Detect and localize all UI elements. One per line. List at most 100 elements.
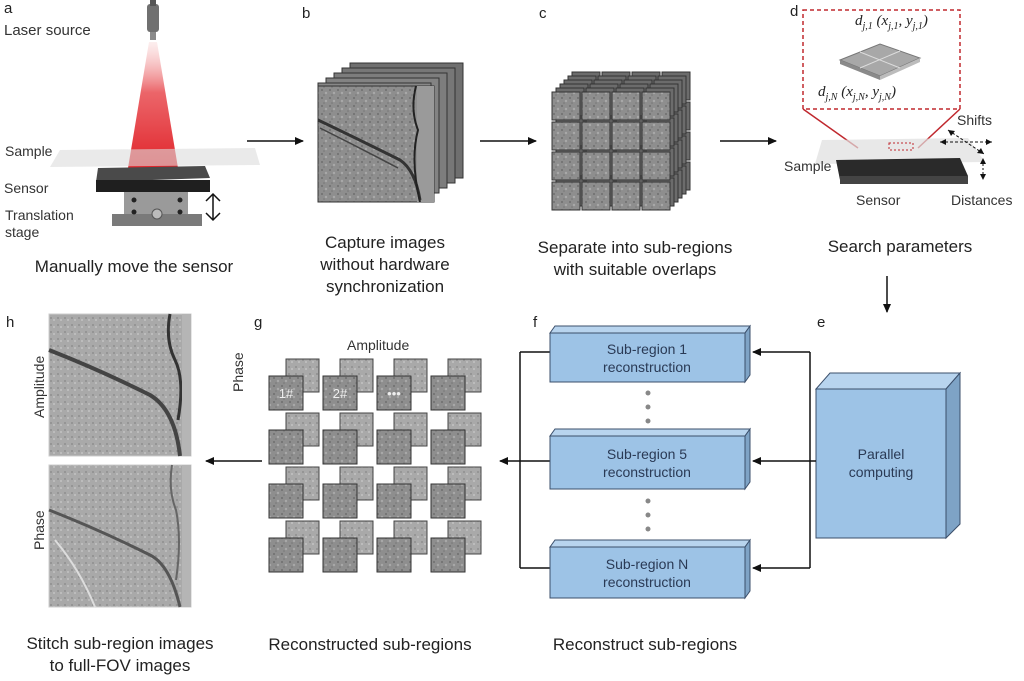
caption-b-line1: Capture images	[324, 233, 445, 252]
phase-tile	[430, 537, 466, 573]
box5-line1: Sub-region 5	[607, 446, 687, 462]
sub-region-tile	[611, 91, 641, 121]
tile-index-label: •••	[387, 386, 401, 401]
translation-stage-line2: stage	[5, 224, 40, 240]
laser-source-label: Laser source	[4, 22, 91, 39]
caption-b-line2: without hardware	[320, 255, 450, 274]
panel-f-letter: f	[533, 314, 538, 331]
h-amplitude-label: Amplitude	[31, 355, 47, 418]
translation-stage-label: Translation stage	[5, 207, 74, 241]
param-d-sub: j,1	[862, 21, 873, 32]
panel-c-letter: c	[539, 5, 547, 22]
laser-beam	[128, 42, 178, 168]
sub-region-tile	[581, 91, 611, 121]
sub-region-tile	[641, 121, 671, 151]
shifts-label: Shifts	[957, 112, 993, 128]
caption-h-line1: Stitch sub-region images	[26, 634, 214, 653]
param-close: )	[890, 84, 896, 100]
distance-arrows-icon	[980, 158, 986, 180]
reconstruction-flow: Sub-region 1 reconstruction Sub-region 5…	[205, 324, 816, 600]
sub-region-tile	[551, 121, 581, 151]
sub-region-tile	[551, 151, 581, 181]
sample-label-a: Sample	[5, 143, 53, 159]
sample-slide-d	[815, 138, 985, 164]
sub-region-N-box: Sub-region N reconstruction	[549, 538, 751, 600]
laser-setup-illustration	[50, 0, 260, 226]
phase-tile	[322, 483, 358, 519]
param-d-sub: j,N	[825, 92, 838, 103]
phase-tile	[268, 483, 304, 519]
param-x: (x	[876, 13, 889, 29]
caption-d: Search parameters	[827, 237, 973, 256]
sub-region-tile	[641, 181, 671, 211]
param-d: d	[818, 84, 826, 100]
sub-region-tile	[581, 151, 611, 181]
sensor-label-d: Sensor	[856, 192, 901, 208]
boxN-line2: reconstruction	[603, 574, 691, 590]
caption-a: Manually move the sensor	[34, 257, 234, 276]
param-y: , y	[864, 84, 879, 100]
phase-tile	[322, 537, 358, 573]
param-y-sub: j,1	[912, 21, 923, 32]
sensor-board-d	[836, 158, 968, 184]
caption-c: Separate into sub-regions with suitable …	[510, 237, 760, 281]
distances-label: Distances	[951, 192, 1013, 208]
phase-tile	[268, 429, 304, 465]
sub-region-tile	[551, 91, 581, 121]
phase-tile	[430, 429, 466, 465]
panel-h-letter: h	[6, 314, 15, 331]
parallel-label-line2: computing	[849, 464, 914, 480]
param-top-label: dj,1 (xj,1, yj,1)	[855, 13, 928, 32]
sub-region-tile	[611, 121, 641, 151]
phase-tile	[376, 537, 412, 573]
phase-tile	[322, 375, 358, 411]
param-x-sub: j,1	[888, 21, 899, 32]
caption-b-line3: synchronization	[325, 277, 445, 296]
phase-tile	[268, 375, 304, 411]
g-phase-label: Phase	[230, 352, 246, 392]
stitched-phase-image	[48, 464, 192, 608]
caption-f: Reconstruct sub-regions	[552, 635, 738, 654]
phase-tile	[376, 483, 412, 519]
laser-source-icon	[147, 0, 159, 40]
tile-index-label: 2#	[333, 386, 348, 401]
param-y: , y	[898, 13, 913, 29]
param-x-sub: j,N	[852, 92, 865, 103]
shift-arrows-icon	[940, 129, 992, 155]
box5-line2: reconstruction	[603, 464, 691, 480]
panel-a-letter: a	[4, 0, 13, 17]
sub-region-tile	[641, 91, 671, 121]
param-close: )	[922, 13, 928, 29]
phase-tile	[430, 375, 466, 411]
panel-b-letter: b	[302, 5, 311, 22]
sample-slide-a	[50, 148, 260, 167]
sub-region-tile	[551, 181, 581, 211]
param-d: d	[855, 13, 863, 29]
param-x: (x	[841, 84, 853, 100]
panel-d-letter: d	[790, 3, 799, 20]
h-phase-label: Phase	[31, 510, 47, 550]
param-bottom-label: dj,N (xj,N, yj,N)	[818, 84, 896, 103]
tile-index-label: 1#	[279, 386, 294, 401]
sensor-chip-3d-icon	[838, 43, 922, 80]
sub-region-tile	[611, 181, 641, 211]
caption-b: Capture images without hardware synchron…	[290, 232, 480, 298]
sub-region-tile	[581, 121, 611, 151]
caption-g: Reconstructed sub-regions	[268, 635, 472, 654]
sub-region-tile	[581, 181, 611, 211]
stitched-images	[48, 313, 192, 608]
sub-region-5-box: Sub-region 5 reconstruction	[549, 427, 751, 491]
caption-c-line2: with suitable overlaps	[553, 260, 717, 279]
reconstructed-tiles-grid: 1# 2# •••	[268, 358, 482, 573]
sensor-board-a	[96, 166, 210, 192]
sensor-label-a: Sensor	[4, 180, 49, 196]
vertical-move-arrow-icon	[205, 192, 221, 222]
parallel-label-line1: Parallel	[858, 446, 905, 462]
param-y-sub: j,N	[878, 92, 891, 103]
sub-region-tile	[611, 151, 641, 181]
sub-region-cube	[551, 71, 691, 211]
sample-label-d: Sample	[784, 158, 832, 174]
translation-stage-icon	[112, 192, 202, 226]
caption-h: Stitch sub-region images to full-FOV ima…	[0, 633, 240, 677]
